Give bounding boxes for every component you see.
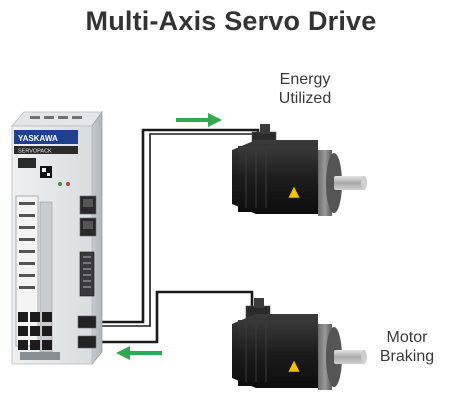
page-title: Multi-Axis Servo Drive <box>85 6 377 36</box>
motor-braking-label: Motor Braking <box>362 328 452 366</box>
drive-model: SERVOPACK <box>18 149 52 155</box>
braking-label-line2: Braking <box>379 348 435 365</box>
encoder-connector-2 <box>77 335 97 349</box>
warning-icon <box>287 359 301 373</box>
warning-icon <box>287 185 301 199</box>
energy-label-line1: Energy <box>279 71 331 88</box>
drive-brand: YASKAWA <box>18 134 58 143</box>
energy-label-line2: Utilized <box>278 90 332 107</box>
energy-utilized-label: Energy Utilized <box>250 70 360 108</box>
servo-drive: YASKAWA SERVOPACK <box>11 110 103 366</box>
servo-motor-top <box>232 124 367 216</box>
encoder-connector-1 <box>77 315 97 329</box>
arrow-left-icon <box>116 346 162 360</box>
arrow-right-icon <box>176 113 222 127</box>
braking-label-line1: Motor <box>386 329 428 346</box>
brand-plate <box>14 130 78 144</box>
servo-motor-bottom <box>232 298 367 390</box>
cable-bottom <box>95 290 254 344</box>
